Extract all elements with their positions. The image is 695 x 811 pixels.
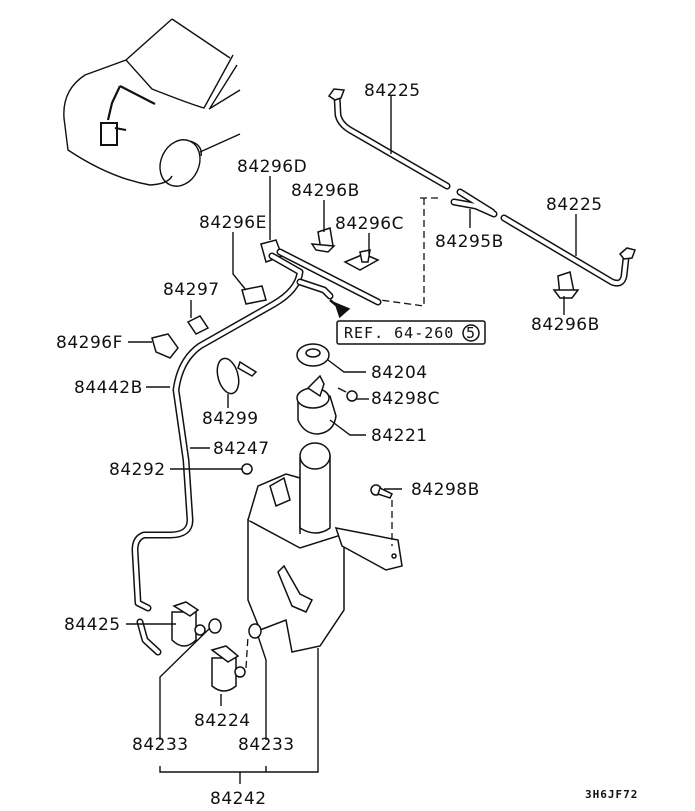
hose-band-84299 xyxy=(216,357,258,395)
part-label: 84296C xyxy=(335,214,404,234)
part-label: 84298B xyxy=(411,480,480,500)
grommet-84233-left xyxy=(208,618,222,634)
nozzle-hose-right xyxy=(500,214,636,287)
car-locator-illustration xyxy=(63,18,241,187)
grommet-84292 xyxy=(241,463,253,475)
part-label: 84247 xyxy=(213,439,270,459)
washer-reservoir-tank xyxy=(247,442,403,653)
y-joint-84295B xyxy=(450,188,498,218)
main-washer-hose xyxy=(131,248,382,656)
part-label: 84296B xyxy=(531,315,600,335)
reference-text: REF. 64-260 xyxy=(344,324,454,342)
nozzle-hose-left xyxy=(327,88,451,190)
part-label: 84224 xyxy=(194,711,251,731)
part-label: 84296F xyxy=(56,333,123,353)
part-label: 84425 xyxy=(64,615,121,635)
reference-guide-line xyxy=(379,197,440,307)
part-label: 84296B xyxy=(291,181,360,201)
part-label: 84298C xyxy=(371,389,440,409)
pump-84224-guide xyxy=(245,635,249,669)
washer-pump-84224 xyxy=(210,645,246,692)
direction-arrow-icon xyxy=(329,299,351,319)
reference-circled-number: 5 xyxy=(466,324,476,342)
clip-84297 xyxy=(186,315,210,335)
filler-neck-84221 xyxy=(296,374,337,435)
part-label: 84225 xyxy=(546,195,603,215)
part-label: 84297 xyxy=(163,280,220,300)
part-label: 84442B xyxy=(74,378,143,398)
clip-84296B-upper xyxy=(310,227,336,253)
clip-84296B-lower xyxy=(552,271,580,299)
filler-cap-84204 xyxy=(296,343,330,367)
grommet-84233-right xyxy=(248,623,262,639)
leader-lines xyxy=(126,96,577,784)
part-label: 84204 xyxy=(371,363,428,383)
washer-pump-84425 xyxy=(171,601,206,647)
part-label: 84296E xyxy=(199,213,267,233)
part-label: 84299 xyxy=(202,409,259,429)
part-label: 84225 xyxy=(364,81,421,101)
drawing-code: 3H6JF72 xyxy=(585,788,638,801)
part-label: 84221 xyxy=(371,426,428,446)
bolt-84298C xyxy=(337,387,358,402)
bolt-84298B xyxy=(370,484,394,499)
part-label: 84296D xyxy=(237,157,307,177)
part-label: 84295B xyxy=(435,232,504,252)
part-labels: 84225 84225 84296D 84296B 84296E 84296C … xyxy=(56,81,603,809)
clip-84296F xyxy=(151,333,179,359)
clip-84296E xyxy=(241,285,267,305)
part-label: 84292 xyxy=(109,460,166,480)
part-label: 84233 xyxy=(132,735,189,755)
reference-note: REF. 64-260 5 xyxy=(336,320,486,345)
clip-84296C xyxy=(343,249,380,271)
part-label: 84233 xyxy=(238,735,295,755)
part-label: 84242 xyxy=(210,789,267,809)
